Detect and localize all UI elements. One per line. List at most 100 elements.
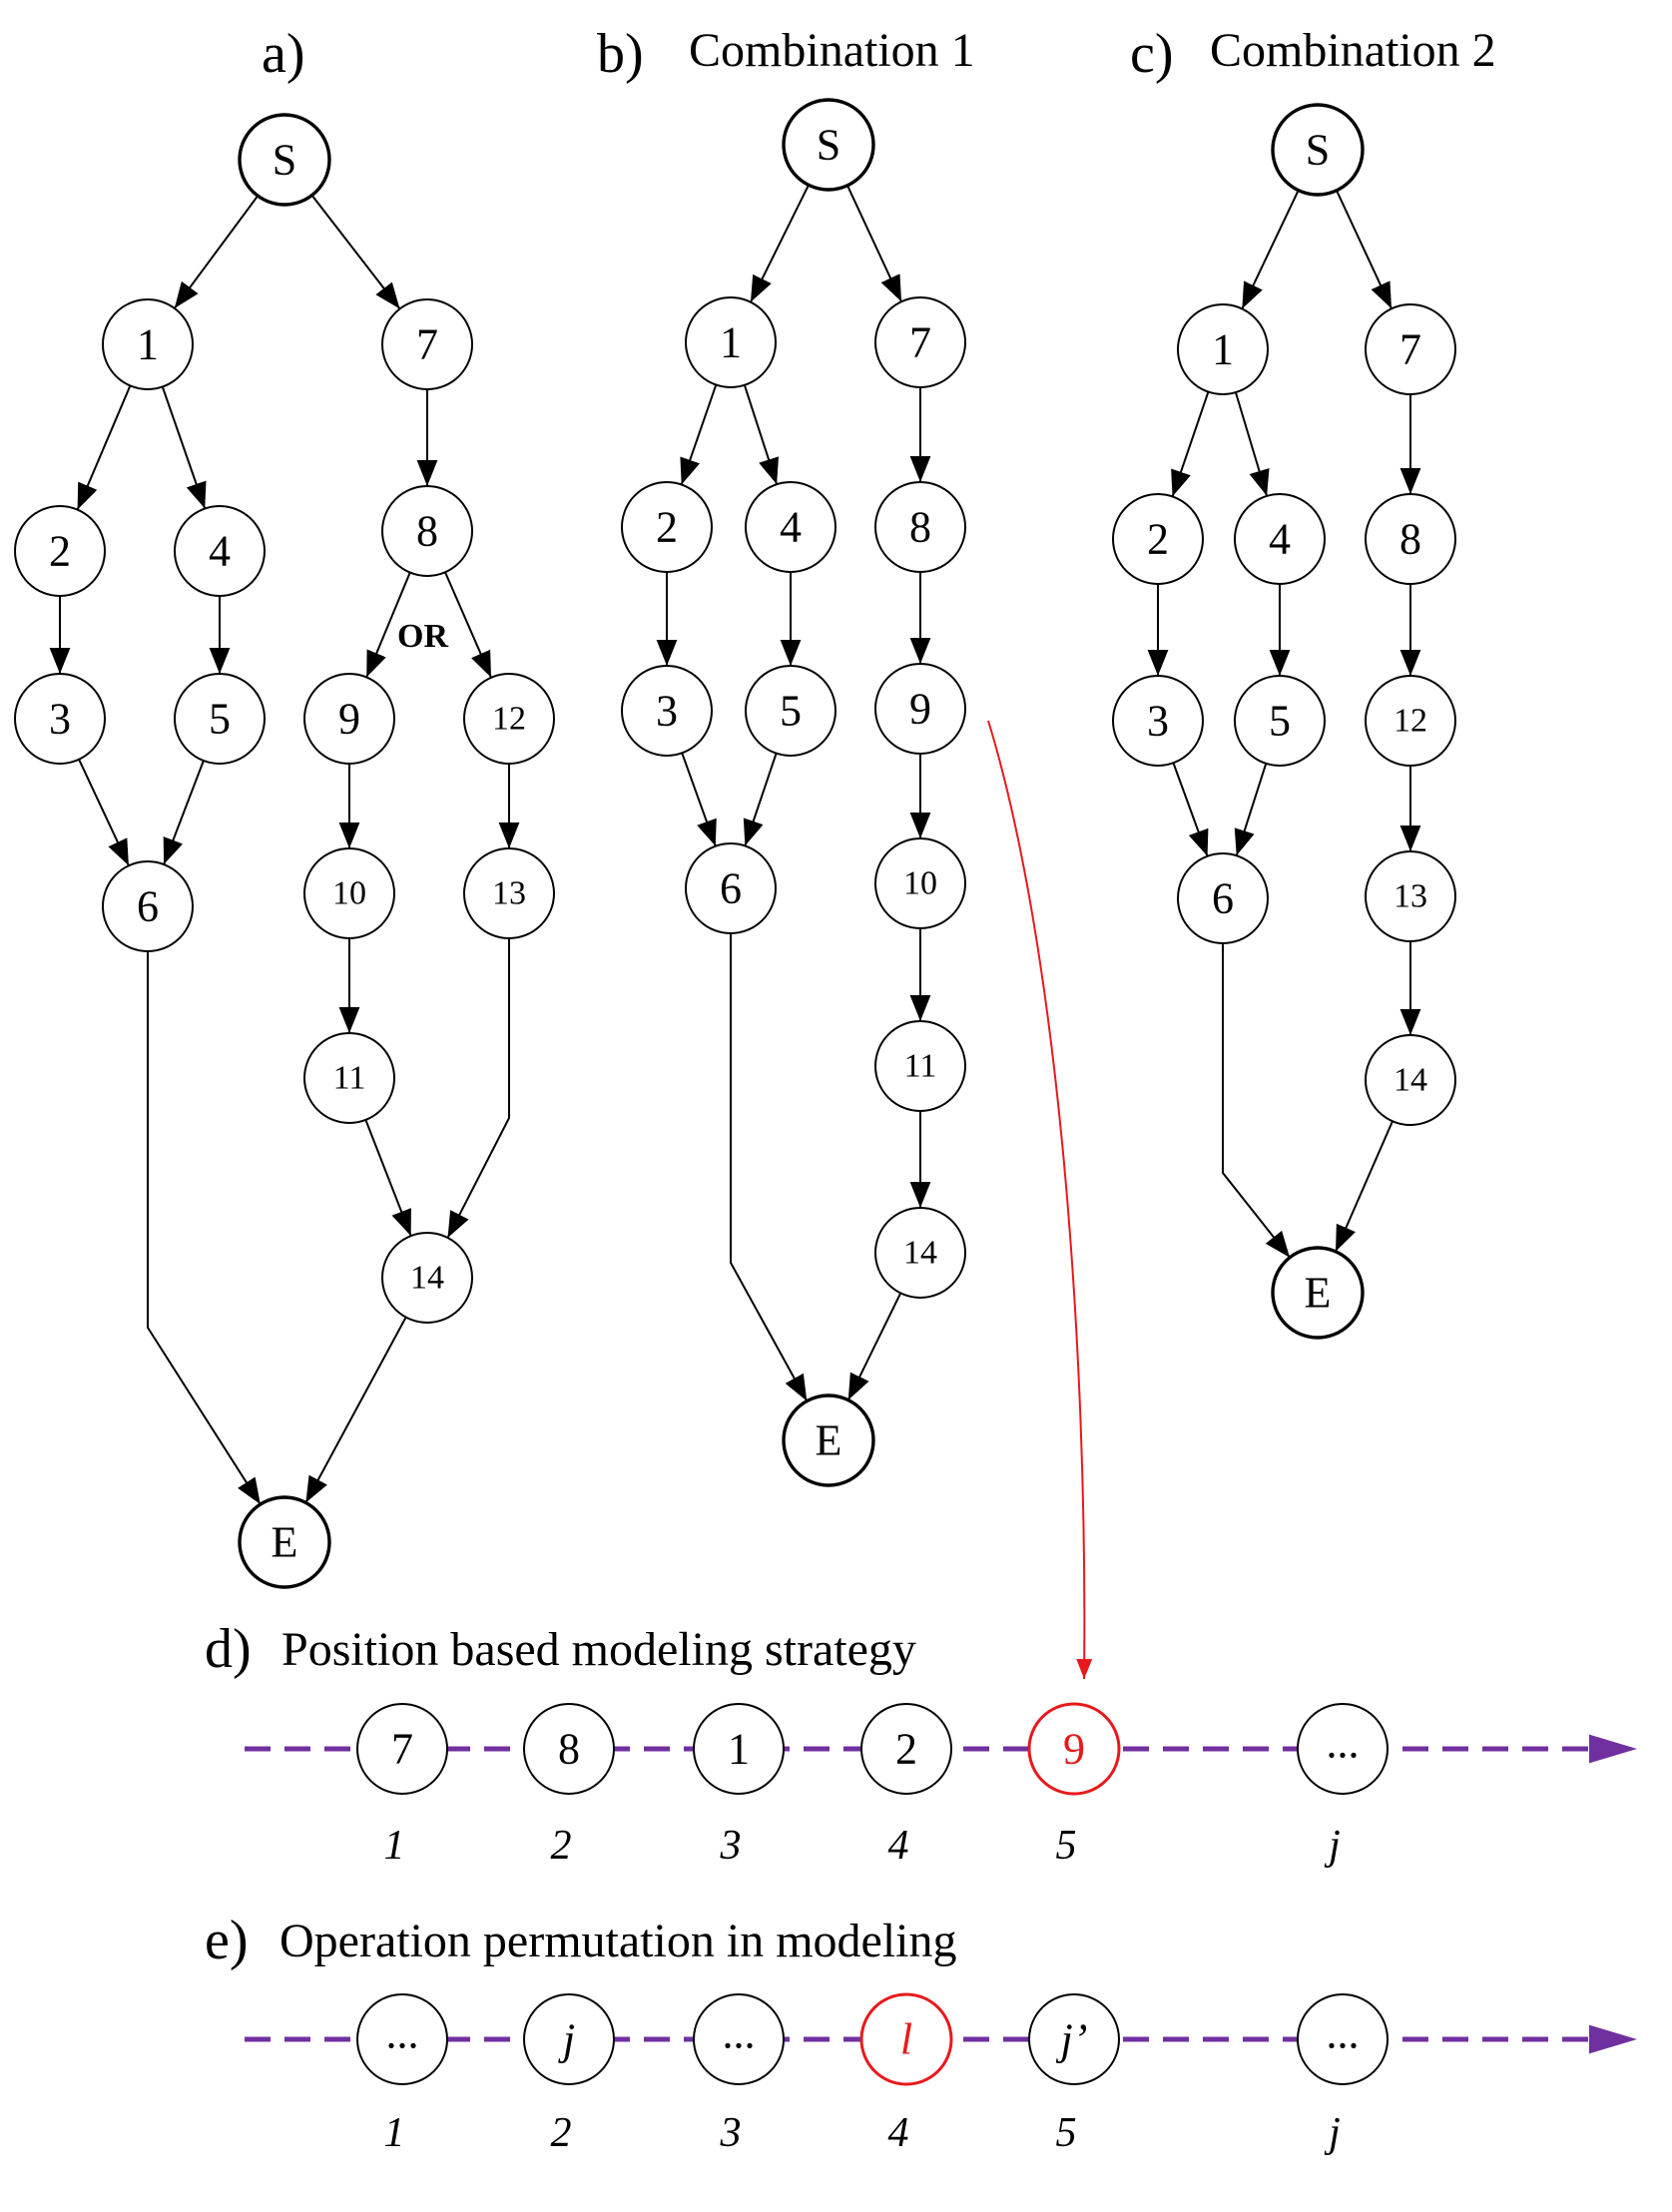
node-1-label: 1 <box>720 318 742 367</box>
node-7-circle <box>381 298 473 390</box>
panel-e-letter: e) <box>205 1910 249 1971</box>
node-4-label: 4 <box>780 503 802 552</box>
node-10-label: 10 <box>903 865 937 902</box>
edge-S-to-1 <box>173 195 260 309</box>
node-7-circle <box>1365 303 1456 395</box>
seq-d-node-6: ... <box>1297 1703 1389 1795</box>
node-S-label: S <box>1306 126 1330 175</box>
edge-S-to-1 <box>750 184 810 303</box>
node-S: S <box>1271 103 1365 197</box>
node-12: 12 <box>1365 675 1456 767</box>
edge-13-to-14 <box>446 938 510 1239</box>
node-4-circle <box>174 505 266 597</box>
seq-e-position-6: j <box>1324 2110 1341 2156</box>
seq-d-position-6: j <box>1324 1823 1341 1869</box>
node-7-label: 7 <box>416 320 438 369</box>
node-4-label: 4 <box>1269 515 1291 564</box>
edge-14-to-E <box>304 1317 407 1503</box>
node-1-circle <box>1177 303 1269 395</box>
panel-b-letter: b) <box>597 23 644 85</box>
node-14-label: 14 <box>1393 1062 1427 1099</box>
seq-d-position-5: 5 <box>1056 1823 1077 1869</box>
edge-1-to-4 <box>743 384 779 485</box>
seq-d-node-1-label: 7 <box>391 1725 413 1774</box>
seq-d-node-6-circle <box>1297 1703 1389 1795</box>
node-E-label: E <box>272 1518 298 1567</box>
node-10-circle <box>874 837 966 929</box>
node-4: 4 <box>745 481 836 573</box>
seq-e-position-1: 1 <box>384 2110 405 2156</box>
node-11: 11 <box>303 1032 395 1124</box>
node-S-circle <box>782 98 875 192</box>
node-8-label: 8 <box>1399 515 1421 564</box>
panel-a-letter: a) <box>262 23 305 85</box>
node-14: 14 <box>1365 1034 1456 1126</box>
node-E-label: E <box>816 1416 842 1465</box>
node-S: S <box>782 98 875 192</box>
node-8-circle <box>1365 493 1456 585</box>
node-S-label: S <box>817 121 840 170</box>
node-5: 5 <box>1234 675 1326 767</box>
edge-1-to-2 <box>76 385 132 510</box>
node-8-circle <box>874 481 966 573</box>
seq-d-node-3-circle <box>693 1703 785 1795</box>
node-8: 8 <box>1365 493 1456 585</box>
edge-3-to-6 <box>78 759 130 866</box>
edge-S-to-1 <box>1241 190 1300 309</box>
node-1: 1 <box>1177 303 1269 395</box>
node-4-circle <box>745 481 836 573</box>
node-6-circle <box>102 860 194 952</box>
node-13-label: 13 <box>492 875 526 912</box>
node-14: 14 <box>381 1232 473 1324</box>
node-9-circle <box>303 673 395 765</box>
seq-d-node-2-label: 8 <box>558 1725 580 1774</box>
node-12-circle <box>1365 675 1456 767</box>
node-E-circle <box>1271 1246 1365 1340</box>
node-12: 12 <box>463 673 555 765</box>
node-7-label: 7 <box>909 318 931 367</box>
node-8: 8 <box>381 485 473 577</box>
node-S-circle <box>1271 103 1365 197</box>
node-3-circle <box>621 665 713 757</box>
seq-d-node-6-label: ... <box>1327 1719 1360 1768</box>
seq-d-node-2-circle <box>523 1703 615 1795</box>
node-14-circle <box>1365 1034 1456 1126</box>
node-E: E <box>238 1495 331 1589</box>
node-S-circle <box>238 113 331 207</box>
seq-e-node-5: j’ <box>1028 1993 1120 2085</box>
seq-e-node-3-label: ... <box>723 2009 756 2058</box>
seq-e-node-6-label: ... <box>1327 2009 1360 2058</box>
node-5-label: 5 <box>1269 697 1291 746</box>
node-14-label: 14 <box>410 1260 444 1297</box>
seq-d-position-3: 3 <box>720 1823 742 1869</box>
seq-d-position-1: 1 <box>384 1823 405 1869</box>
edge-3-to-6 <box>681 753 717 846</box>
node-3-label: 3 <box>656 687 678 736</box>
edge-5-to-6 <box>1234 763 1268 856</box>
node-2-label: 2 <box>1147 515 1169 564</box>
seq-d-node-4-circle <box>860 1703 952 1795</box>
panel-d-letter: d) <box>205 1618 252 1680</box>
seq-e-node-6: ... <box>1297 1993 1389 2085</box>
node-10-label: 10 <box>332 875 366 912</box>
node-5-circle <box>745 665 836 757</box>
node-E: E <box>782 1393 875 1487</box>
node-14-circle <box>874 1207 966 1299</box>
node-2: 2 <box>621 481 713 573</box>
panel-e-title: Operation permutation in modeling <box>279 1915 957 1967</box>
node-9: 9 <box>303 673 395 765</box>
seq-d-node-5-label: 9 <box>1063 1725 1085 1774</box>
node-11: 11 <box>874 1020 966 1112</box>
node-6-circle <box>1177 852 1269 944</box>
node-11-circle <box>874 1020 966 1112</box>
node-13: 13 <box>1365 850 1456 942</box>
node-12-label: 12 <box>1393 703 1427 740</box>
node-1-circle <box>685 296 777 388</box>
node-7-label: 7 <box>1399 325 1421 374</box>
node-3-circle <box>1112 675 1204 767</box>
panel-d-title: Position based modeling strategy <box>281 1623 916 1676</box>
node-14: 14 <box>874 1207 966 1299</box>
